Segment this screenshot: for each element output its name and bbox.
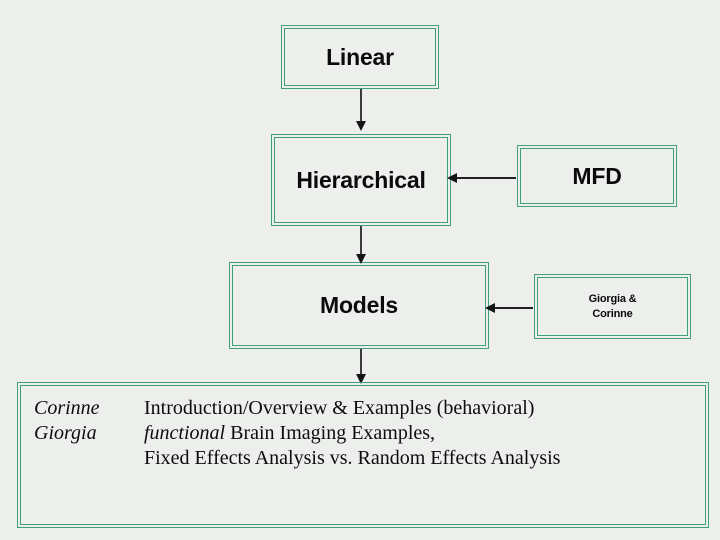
footer-assignments-box: Corinne Introduction/Overview & Examples… — [17, 382, 709, 528]
footer-line: Corinne Introduction/Overview & Examples… — [34, 396, 697, 421]
arrow-shaft — [495, 307, 533, 309]
node-models-label: Models — [319, 292, 399, 319]
footer-presenter-name: Corinne — [34, 397, 100, 419]
node-hierarchical[interactable]: Hierarchical — [271, 134, 451, 226]
node-authors-label: Giorgia & Corinne — [588, 292, 637, 320]
footer-description: Introduction/Overview & Examples (behavi… — [144, 396, 534, 421]
node-linear[interactable]: Linear — [281, 25, 439, 89]
node-hierarchical-label: Hierarchical — [296, 166, 426, 193]
footer-line: Giorgia functional Brain Imaging Example… — [34, 421, 697, 446]
arrow-head — [447, 173, 457, 183]
arrow-head — [356, 254, 366, 264]
arrow-shaft — [360, 349, 362, 378]
node-linear-label: Linear — [326, 43, 394, 70]
node-authors[interactable]: Giorgia & Corinne — [534, 274, 691, 339]
arrow-shaft — [457, 177, 516, 179]
footer-desc-post: Fixed Effects Analysis vs. Random Effect… — [144, 447, 561, 469]
footer-lines: Corinne Introduction/Overview & Examples… — [34, 396, 697, 471]
node-models[interactable]: Models — [229, 262, 489, 349]
footer-desc-emphasis: functional — [144, 422, 226, 444]
footer-description: Fixed Effects Analysis vs. Random Effect… — [144, 446, 560, 471]
arrow-shaft — [360, 89, 362, 125]
arrow-head — [356, 121, 366, 131]
arrow-shaft — [360, 226, 362, 258]
arrow-head — [356, 374, 366, 384]
footer-presenter-name — [34, 446, 144, 471]
footer-desc-post: Introduction/Overview & Examples (behavi… — [144, 397, 535, 419]
footer-description: functional Brain Imaging Examples, — [144, 421, 435, 446]
footer-desc-post: Brain Imaging Examples, — [225, 422, 436, 444]
node-mfd-label: MFD — [572, 162, 622, 189]
node-mfd[interactable]: MFD — [517, 145, 677, 207]
arrow-head — [485, 303, 495, 313]
footer-line: Fixed Effects Analysis vs. Random Effect… — [34, 446, 697, 471]
footer-presenter-name: Giorgia — [34, 422, 97, 444]
